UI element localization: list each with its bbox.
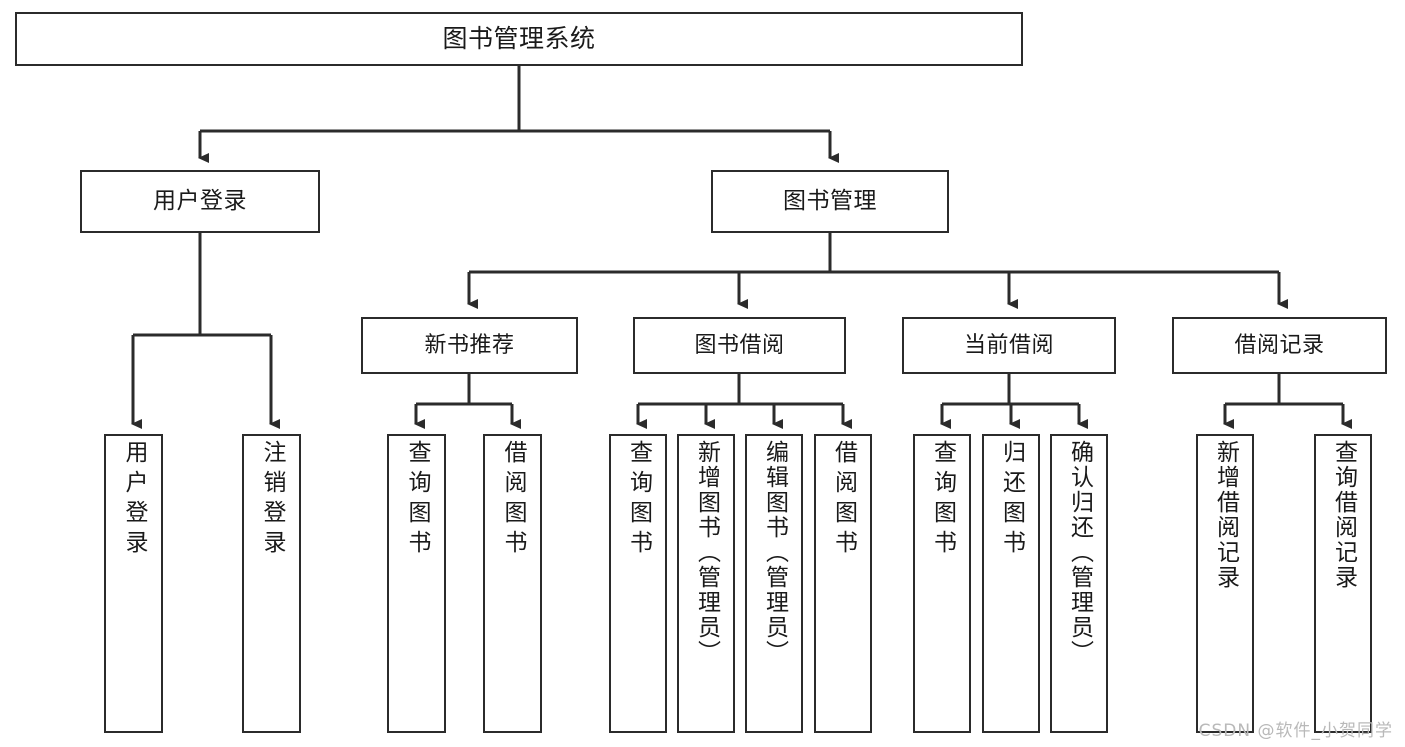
node-leaf-confirm-return-label: 确认归还（管理员）: [1066, 440, 1093, 665]
node-leaf-borrow-book-1[interactable]: 借阅图书: [483, 434, 542, 733]
node-user-login-label: 用户登录: [153, 187, 247, 214]
node-new-book-rec-label: 新书推荐: [424, 332, 515, 358]
node-leaf-edit-book[interactable]: 编辑图书（管理员）: [745, 434, 803, 733]
node-root-label: 图书管理系统: [442, 24, 596, 54]
node-leaf-query-book-2[interactable]: 查询图书: [609, 434, 667, 733]
node-book-manage-label: 图书管理: [783, 187, 877, 214]
node-user-login[interactable]: 用户登录: [80, 170, 320, 233]
node-leaf-return-book[interactable]: 归还图书: [982, 434, 1040, 733]
node-leaf-add-book-label: 新增图书（管理员）: [693, 440, 720, 665]
csdn-watermark: CSDN @软件_小贺同学: [1198, 721, 1393, 741]
node-new-book-rec[interactable]: 新书推荐: [361, 317, 578, 374]
node-book-borrow[interactable]: 图书借阅: [633, 317, 846, 374]
node-book-borrow-label: 图书借阅: [694, 332, 785, 358]
node-borrow-record[interactable]: 借阅记录: [1172, 317, 1387, 374]
node-leaf-query-book-3-label: 查询图书: [929, 440, 956, 560]
node-leaf-borrow-book-1-label: 借阅图书: [500, 440, 526, 560]
node-leaf-confirm-return[interactable]: 确认归还（管理员）: [1050, 434, 1108, 733]
node-book-manage[interactable]: 图书管理: [711, 170, 949, 233]
node-leaf-query-record-label: 查询借阅记录: [1330, 440, 1357, 590]
node-leaf-query-book-2-label: 查询图书: [625, 440, 652, 560]
node-leaf-query-record[interactable]: 查询借阅记录: [1314, 434, 1372, 733]
node-leaf-user-login[interactable]: 用户登录: [104, 434, 163, 733]
node-borrow-record-label: 借阅记录: [1234, 332, 1325, 358]
node-leaf-query-book-1-label: 查询图书: [404, 440, 430, 560]
node-leaf-query-book-3[interactable]: 查询图书: [913, 434, 971, 733]
node-leaf-user-login-label: 用户登录: [121, 440, 147, 560]
node-leaf-add-book[interactable]: 新增图书（管理员）: [677, 434, 735, 733]
node-root[interactable]: 图书管理系统: [15, 12, 1023, 66]
node-leaf-query-book-1[interactable]: 查询图书: [387, 434, 446, 733]
node-leaf-add-record-label: 新增借阅记录: [1212, 440, 1239, 590]
node-leaf-logout-label: 注销登录: [259, 440, 285, 560]
node-leaf-borrow-book-2-label: 借阅图书: [830, 440, 857, 560]
node-leaf-edit-book-label: 编辑图书（管理员）: [761, 440, 788, 665]
node-leaf-return-book-label: 归还图书: [998, 440, 1025, 560]
node-current-borrow[interactable]: 当前借阅: [902, 317, 1116, 374]
node-leaf-borrow-book-2[interactable]: 借阅图书: [814, 434, 872, 733]
node-leaf-add-record[interactable]: 新增借阅记录: [1196, 434, 1254, 733]
node-current-borrow-label: 当前借阅: [963, 332, 1054, 358]
node-leaf-logout[interactable]: 注销登录: [242, 434, 301, 733]
